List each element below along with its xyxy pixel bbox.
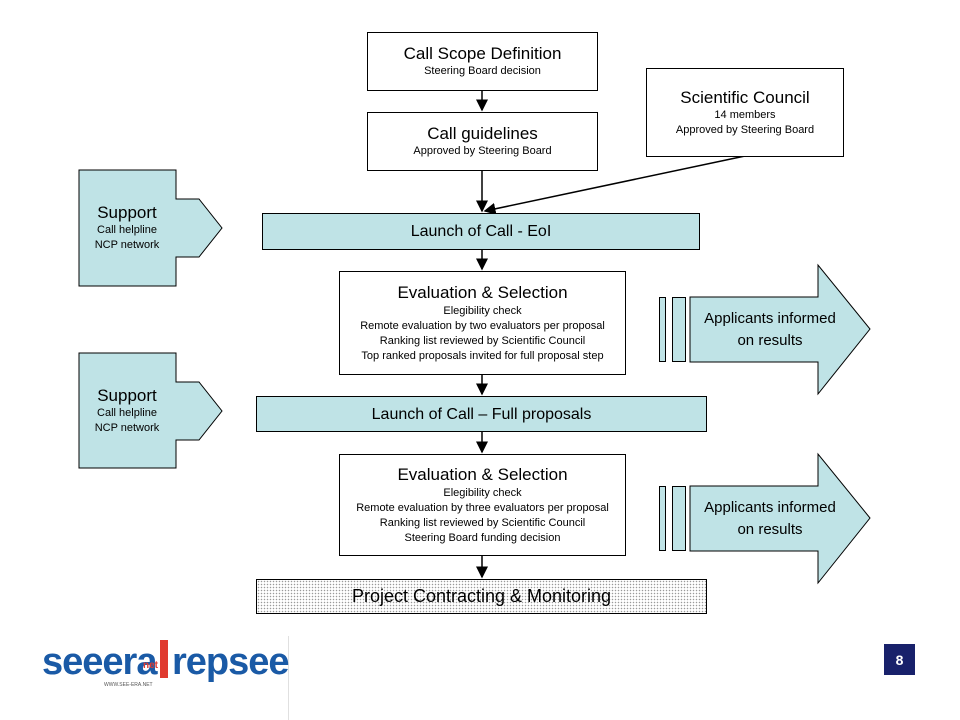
evaluation-selection-1-box: Evaluation & Selection Elegibility check… <box>339 271 626 375</box>
support-2-line: Call helpline <box>97 407 157 419</box>
logo-url: WWW.SEE-ERA.NET <box>104 682 153 688</box>
scientific-council-line: 14 members <box>714 108 776 121</box>
launch-full-box: Launch of Call – Full proposals <box>256 396 707 432</box>
evaluation-2-line: Ranking list reviewed by Scientific Coun… <box>379 516 586 529</box>
project-contracting-title: Project Contracting & Monitoring <box>351 586 612 606</box>
project-contracting-box: Project Contracting & Monitoring <box>256 579 707 614</box>
call-scope-title: Call Scope Definition <box>403 44 562 63</box>
evaluation-2-line: Remote evaluation by three evaluators pe… <box>356 501 609 514</box>
support-2-title: Support <box>97 386 157 405</box>
repsee-logo-text: repsee <box>172 641 290 683</box>
seeera-logo: seeera <box>42 640 157 684</box>
call-guidelines-title: Call guidelines <box>427 124 538 143</box>
call-guidelines-sub: Approved by Steering Board <box>413 145 552 157</box>
support-1-line: Call helpline <box>97 224 157 236</box>
applicants-2-line: on results <box>737 521 803 538</box>
call-scope-sub: Steering Board decision <box>424 65 541 77</box>
call-guidelines-box: Call guidelines Approved by Steering Boa… <box>367 112 598 171</box>
seeera-logo-text: seeera <box>42 641 157 683</box>
evaluation-1-line: Remote evaluation by two evaluators per … <box>360 319 605 332</box>
evaluation-1-title: Evaluation & Selection <box>397 282 568 302</box>
scientific-council-box: Scientific Council 14 members Approved b… <box>646 68 844 157</box>
evaluation-selection-2-box: Evaluation & Selection Elegibility check… <box>339 454 626 556</box>
logo-panel: seeera net repsee WWW.SEE-ERA.NET <box>0 636 290 720</box>
applicants-1-line: Applicants informed <box>704 310 836 327</box>
support-arrow-1-shape <box>78 169 223 287</box>
applicants-bar-1a <box>659 297 666 362</box>
applicants-arrow-1-shape <box>689 263 871 396</box>
support-arrow-2-shape <box>78 352 223 469</box>
support-2-line: NCP network <box>94 422 160 434</box>
applicants-1-line: on results <box>737 332 803 349</box>
support-1-title: Support <box>97 203 157 222</box>
logo-divider <box>160 640 168 678</box>
applicants-arrow-2-shape <box>689 452 871 585</box>
applicants-1-text: Applicants informed on results <box>690 308 850 352</box>
logo-net: net <box>143 660 158 671</box>
applicants-bar-1b <box>672 297 686 362</box>
repsee-logo: repsee <box>172 640 290 684</box>
page-number-badge: 8 <box>884 644 915 675</box>
call-scope-box: Call Scope Definition Steering Board dec… <box>367 32 598 91</box>
evaluation-2-title: Evaluation & Selection <box>397 464 568 484</box>
launch-full-title: Launch of Call – Full proposals <box>371 405 592 423</box>
evaluation-2-line: Steering Board funding decision <box>404 531 561 544</box>
evaluation-1-line: Ranking list reviewed by Scientific Coun… <box>379 334 586 347</box>
support-1-line: NCP network <box>94 239 160 251</box>
launch-eoi-box: Launch of Call - EoI <box>262 213 700 250</box>
evaluation-1-line: Top ranked proposals invited for full pr… <box>361 349 604 362</box>
evaluation-2-line: Elegibility check <box>443 486 522 499</box>
applicants-bar-2a <box>659 486 666 551</box>
applicants-bar-2b <box>672 486 686 551</box>
evaluation-1-line: Elegibility check <box>443 304 522 317</box>
scientific-council-title: Scientific Council <box>680 87 810 107</box>
applicants-2-line: Applicants informed <box>704 499 836 516</box>
applicants-2-text: Applicants informed on results <box>690 497 850 541</box>
launch-eoi-title: Launch of Call - EoI <box>410 223 552 240</box>
arrow-council-to-launch <box>483 155 746 215</box>
scientific-council-line: Approved by Steering Board <box>675 123 815 136</box>
